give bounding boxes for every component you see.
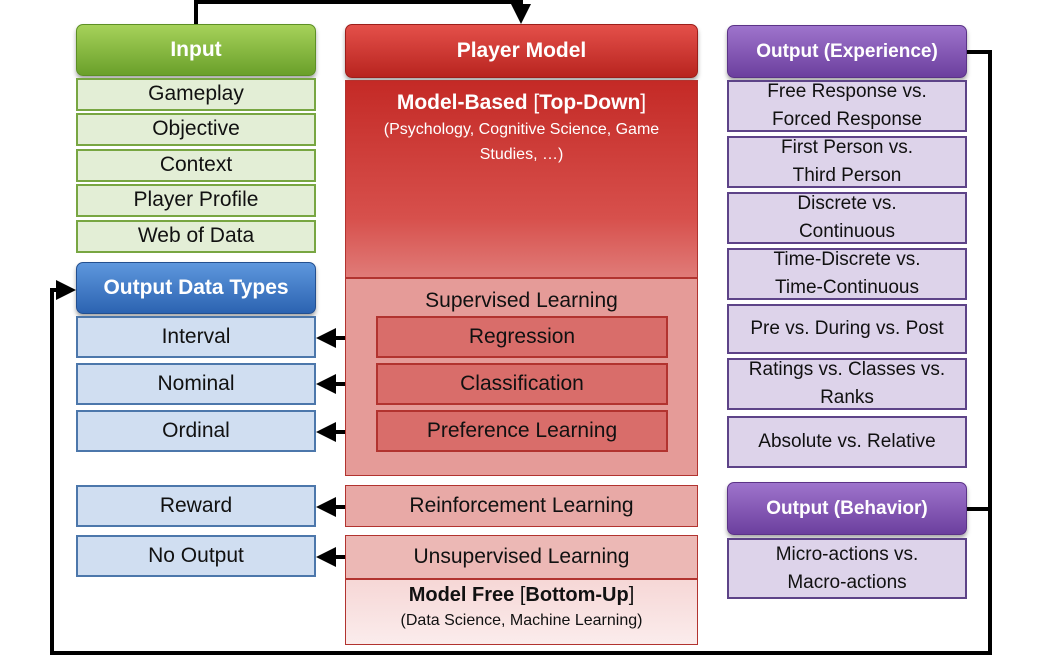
- supervised-title: Supervised Learning: [425, 289, 618, 312]
- model-free-title: Model Free [Bottom-Up]: [408, 584, 635, 606]
- reinforcement-learning-box: Reinforcement Learning: [345, 485, 698, 527]
- input-header: Input: [76, 24, 316, 76]
- data-type-interval: Interval: [76, 316, 316, 358]
- input-item-objective: Objective: [76, 113, 316, 146]
- classification-box: Classification: [376, 363, 668, 405]
- feedback-loop-connector: [50, 50, 992, 655]
- preference-learning-box: Preference Learning: [376, 410, 668, 452]
- input-item-context: Context: [76, 149, 316, 182]
- regression-box: Regression: [376, 316, 668, 358]
- data-type-no-output: No Output: [76, 535, 316, 577]
- unsupervised-learning-box: Unsupervised Learning: [345, 535, 698, 579]
- data-type-nominal: Nominal: [76, 363, 316, 405]
- experience-item-response: Free Response vs.Forced Response: [727, 80, 967, 132]
- model-based-title: Model-Based [Top-Down]: [396, 91, 647, 114]
- model-based-section: Model-Based [Top-Down] (Psychology, Cogn…: [345, 80, 698, 278]
- model-free-subtitle: (Data Science, Machine Learning): [400, 612, 643, 629]
- behavior-item-actions: Micro-actions vs.Macro-actions: [727, 538, 967, 599]
- output-experience-title: Output (Experience): [756, 40, 938, 62]
- data-type-reward: Reward: [76, 485, 316, 527]
- model-free-section: Model Free [Bottom-Up] (Data Science, Ma…: [345, 579, 698, 645]
- input-item-web-of-data: Web of Data: [76, 220, 316, 253]
- experience-item-absolute: Absolute vs. Relative: [727, 416, 967, 468]
- output-behavior-title: Output (Behavior): [766, 497, 928, 519]
- output-data-types-header: Output Data Types: [76, 262, 316, 314]
- input-to-model-connector: [194, 0, 531, 25]
- output-data-types-title: Output Data Types: [103, 276, 289, 299]
- model-based-subtitle: (Psychology, Cognitive Science, Game Stu…: [383, 121, 660, 163]
- player-model-header: Player Model: [345, 24, 698, 78]
- experience-item-time: Time-Discrete vs.Time-Continuous: [727, 248, 967, 300]
- input-title: Input: [170, 38, 222, 61]
- experience-item-discrete: Discrete vs.Continuous: [727, 192, 967, 244]
- data-type-ordinal: Ordinal: [76, 410, 316, 452]
- output-behavior-header: Output (Behavior): [727, 482, 967, 535]
- experience-item-person: First Person vs.Third Person: [727, 136, 967, 188]
- player-model-title: Player Model: [456, 39, 587, 62]
- experience-item-timing: Pre vs. During vs. Post: [727, 304, 967, 354]
- input-item-player-profile: Player Profile: [76, 184, 316, 217]
- experience-item-ratings: Ratings vs. Classes vs.Ranks: [727, 358, 967, 410]
- output-experience-header: Output (Experience): [727, 25, 967, 78]
- input-item-gameplay: Gameplay: [76, 78, 316, 111]
